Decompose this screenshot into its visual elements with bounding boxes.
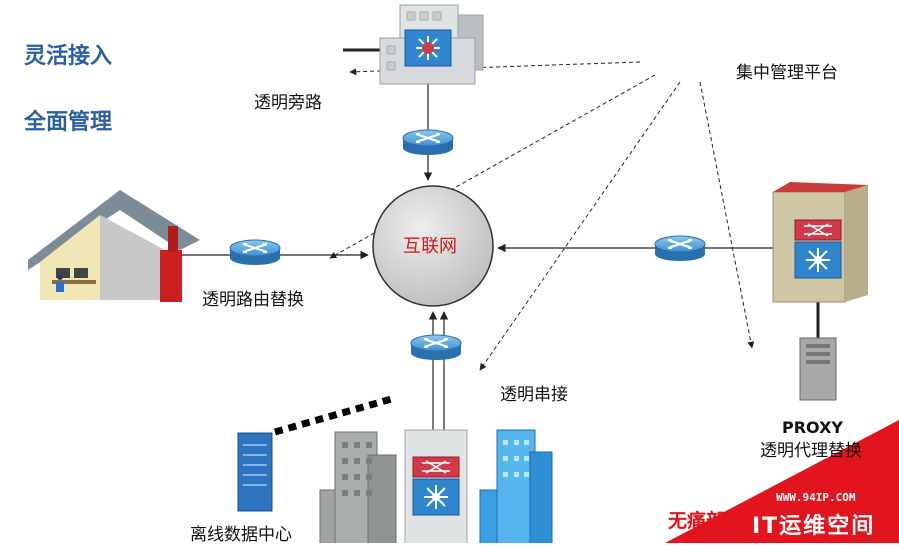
si-badge-icon (422, 42, 434, 54)
blue-buildings (479, 429, 553, 543)
offline-link (274, 394, 396, 436)
internet-label: 互联网 (403, 236, 457, 257)
mgmt-to-proxy (699, 81, 755, 349)
label-central-platform: 集中管理平台 (736, 63, 838, 83)
proxy-server-icon (799, 337, 837, 401)
house-icon (28, 190, 200, 302)
heading-full-management: 全面管理 (24, 110, 113, 135)
router-icon-bottom (410, 334, 462, 361)
router-icon-top (402, 129, 454, 156)
serial-building (404, 429, 468, 543)
label-transparent-route-replace: 透明路由替换 (202, 290, 304, 310)
internet-cloud (372, 185, 494, 307)
grey-buildings (319, 431, 397, 543)
heading-flexible-access: 灵活接入 (24, 44, 113, 69)
label-transparent-serial: 透明串接 (500, 385, 568, 405)
proxy-building (772, 182, 868, 303)
label-proxy: PROXY (782, 418, 843, 437)
label-offline-datacenter: 离线数据中心 (190, 525, 292, 545)
mgmt-to-serial (479, 81, 681, 371)
watermark-url: WWW.94IP.COM (776, 491, 856, 504)
watermark-badge (665, 420, 899, 543)
bypass-building (379, 4, 484, 85)
label-seamless: 无痛部署 (668, 510, 745, 532)
label-transparent-bypass: 透明旁路 (254, 93, 322, 113)
datacenter-server-icon (237, 432, 273, 512)
label-transparent-proxy-replace: 透明代理替换 (760, 441, 862, 461)
router-icon-right (654, 235, 706, 262)
watermark-name: IT运维空间 (752, 514, 876, 539)
router-icon-left (229, 239, 281, 266)
